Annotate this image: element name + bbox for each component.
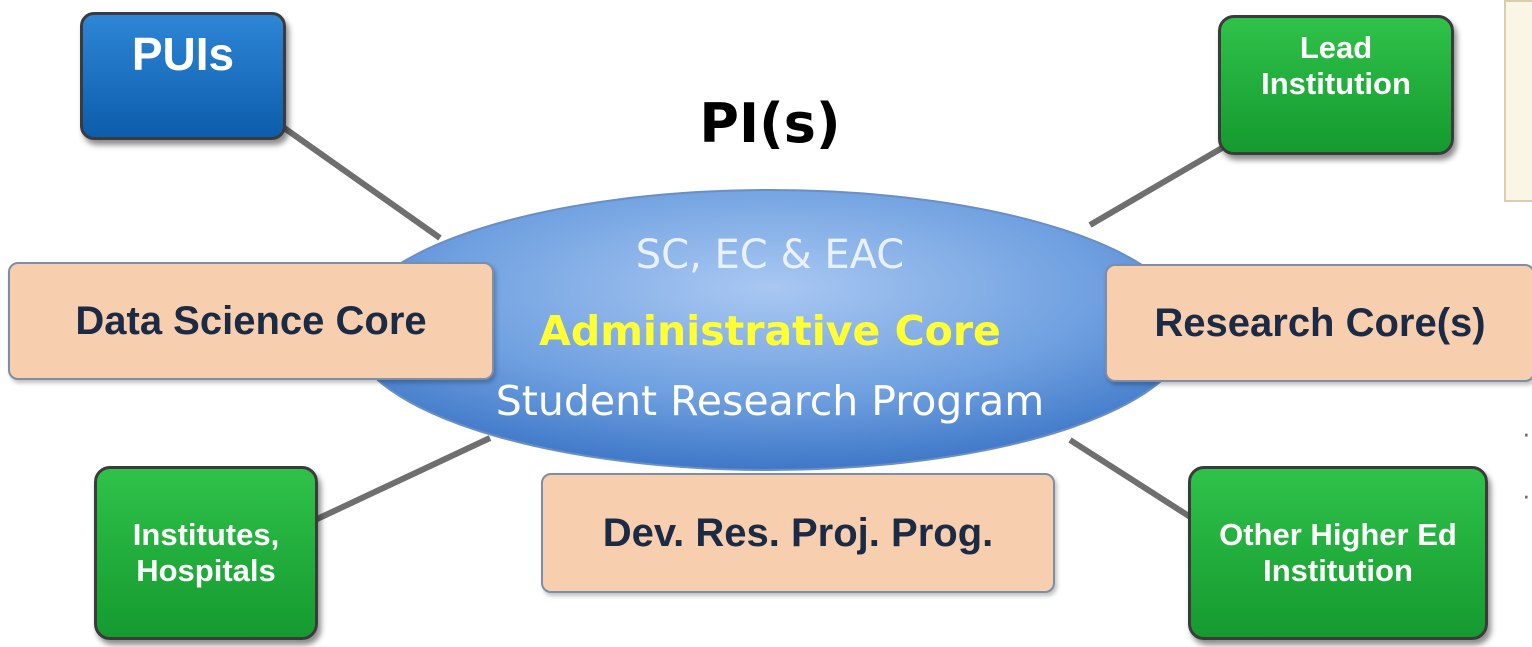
research-cores-label: Research Core(s)	[1154, 301, 1486, 345]
institutes-label-1: Institutes,	[132, 517, 280, 553]
cropped-panel-edge	[1504, 0, 1532, 202]
other-higher-ed-label-2: Institution	[1263, 553, 1413, 588]
other-higher-ed-box: Other Higher Ed Institution	[1188, 466, 1488, 640]
data-science-core-box: Data Science Core	[8, 262, 494, 380]
other-higher-ed-label-1: Other Higher Ed	[1219, 517, 1457, 553]
dev-program-label: Dev. Res. Proj. Prog.	[602, 511, 994, 555]
connector-puis	[278, 122, 442, 241]
lead-institution-label-2: Institution	[1261, 65, 1411, 101]
connector-other-higher-ed	[1068, 437, 1197, 523]
center-line-1: SC, EC & EAC	[635, 232, 905, 278]
puis-box: PUIs	[80, 12, 286, 140]
lead-institution-label-1: Lead	[1299, 30, 1373, 65]
center-line-2: Administrative Core	[539, 307, 1001, 355]
institutes-label-2: Hospitals	[136, 553, 276, 588]
puis-label: PUIs	[131, 27, 235, 80]
diagram-title: PI(s)	[699, 92, 841, 155]
cropped-mark-1: ·	[1522, 418, 1531, 448]
cropped-mark-2: ·	[1522, 480, 1531, 510]
lead-institution-box: Lead Institution	[1218, 15, 1454, 155]
center-line-3: Student Research Program	[495, 377, 1045, 425]
research-cores-box: Research Core(s)	[1105, 264, 1532, 382]
dev-program-box: Dev. Res. Proj. Prog.	[541, 473, 1055, 593]
data-science-core-label: Data Science Core	[75, 299, 427, 343]
connector-lead-institution	[1088, 145, 1224, 228]
institutes-hospitals-box: Institutes, Hospitals	[94, 466, 318, 640]
connector-institutes	[313, 435, 492, 523]
